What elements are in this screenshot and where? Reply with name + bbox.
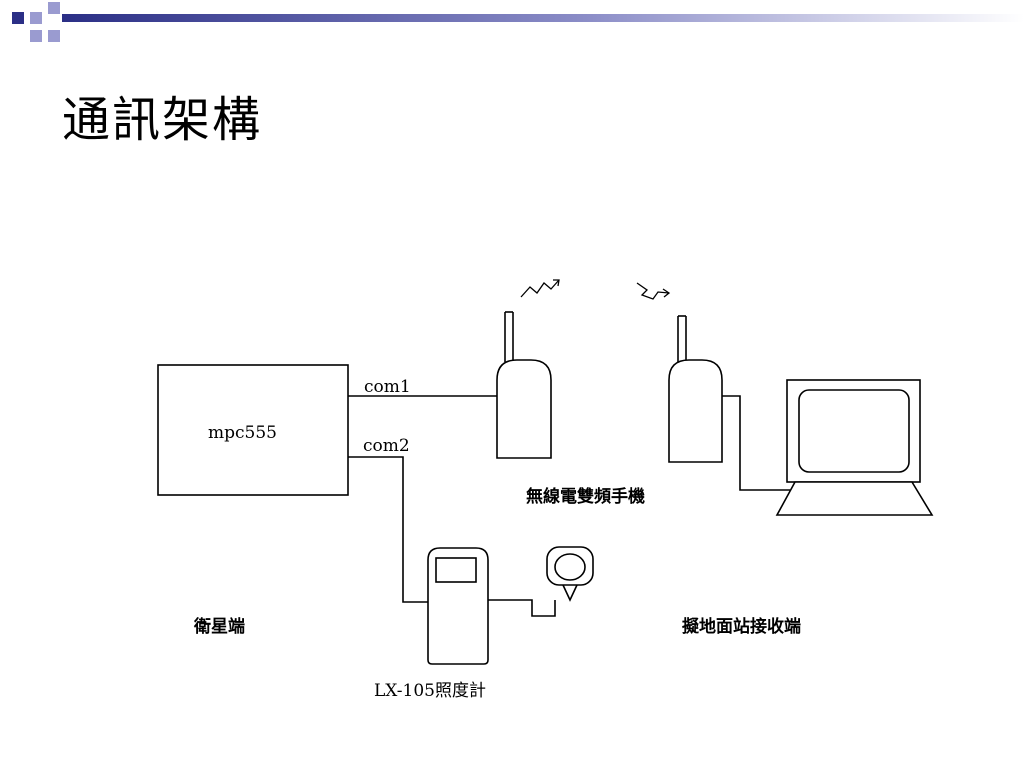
light-meter-display — [435, 557, 477, 583]
light-sensor-lens — [554, 553, 586, 581]
mcu-label: mpc555 — [208, 423, 277, 443]
decor-square-lilac-1 — [30, 12, 42, 24]
mcu-box — [157, 364, 349, 496]
satellite-label: 衛星端 — [193, 616, 245, 637]
com2-label: com2 — [363, 436, 410, 456]
computer-screen — [798, 389, 910, 473]
header-decoration — [12, 2, 1024, 42]
light-meter-cable — [488, 599, 556, 617]
signal-wave-right-arrow — [662, 288, 671, 298]
page-title: 通訊架構 — [62, 92, 263, 148]
radio1-body — [496, 359, 552, 459]
decor-square-lilac-4 — [48, 30, 60, 42]
radio2-computer-cable — [722, 395, 790, 491]
signal-wave-right — [636, 282, 670, 300]
com2-line — [348, 456, 428, 603]
ground-station-label: 擬地面站接收端 — [682, 616, 801, 637]
decor-square-lilac-3 — [30, 30, 42, 42]
signal-wave-left-arrow — [553, 279, 560, 287]
decor-square-lilac-2 — [48, 2, 60, 14]
signal-wave-left — [520, 279, 560, 298]
radio2-body — [668, 359, 723, 463]
light-meter-label: LX-105照度計 — [374, 681, 486, 701]
decor-bar — [62, 14, 1024, 22]
com1-label: com1 — [364, 377, 411, 397]
decor-square-navy — [12, 12, 24, 24]
light-sensor-stem — [562, 584, 578, 602]
computer-base — [775, 481, 934, 516]
radio-label: 無線電雙頻手機 — [526, 486, 645, 507]
